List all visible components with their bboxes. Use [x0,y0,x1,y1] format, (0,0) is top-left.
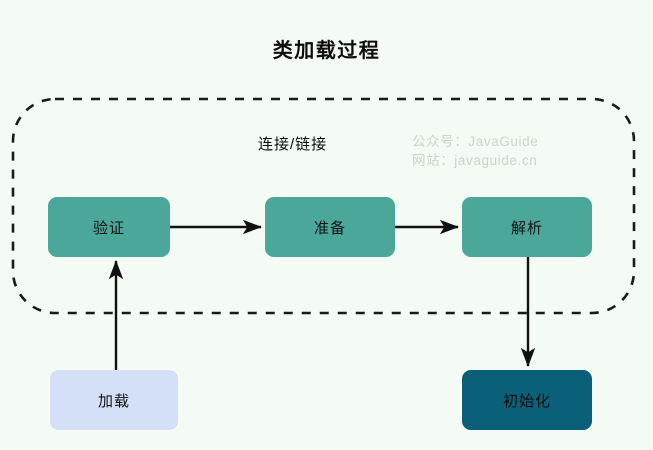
watermark-line-website: 网站：javaguide.cn [412,153,538,168]
node-initialize[interactable]: 初始化 [462,370,592,430]
node-prepare[interactable]: 准备 [265,197,395,257]
node-resolve[interactable]: 解析 [462,197,592,257]
watermark-line-official-account: 公众号：JavaGuide [412,134,539,149]
node-resolve-label: 解析 [510,219,543,237]
linking-phase-label: 连接/链接 [258,136,328,153]
watermark: 公众号：JavaGuide 网站：javaguide.cn [412,132,538,170]
node-verify-label: 验证 [92,219,125,237]
node-prepare-label: 准备 [313,219,346,237]
node-load[interactable]: 加载 [50,370,178,430]
node-load-label: 加载 [97,392,130,410]
node-initialize-label: 初始化 [502,392,551,410]
node-verify[interactable]: 验证 [48,197,170,257]
linking-phase-group-box [11,97,636,315]
page-title: 类加载过程 [272,40,381,62]
